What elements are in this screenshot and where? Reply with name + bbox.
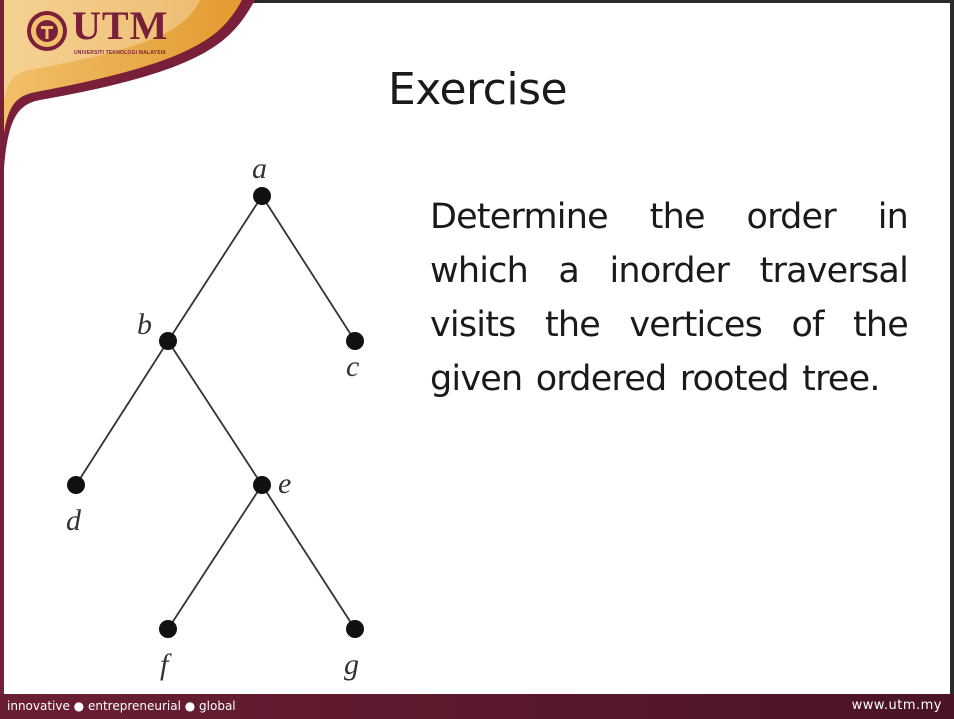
edge-b-e — [167, 340, 263, 486]
edge-a-b — [167, 195, 263, 342]
slide-border-left — [0, 0, 4, 719]
logo-subtext: UNIVERSITI TEKNOLOGI MALAYSIA — [74, 50, 167, 56]
slide-border-right — [950, 0, 954, 719]
label-c: c — [346, 350, 359, 383]
footer-tagline: innovative ● entrepreneurial ● global — [7, 699, 236, 713]
exercise-question: Determine the order in which a inorder t… — [430, 197, 909, 399]
label-d: d — [66, 504, 82, 537]
edge-b-d — [75, 340, 169, 486]
footer-bar: innovative ● entrepreneurial ● global ww… — [0, 694, 954, 719]
edge-e-g — [261, 484, 356, 630]
slide-border-top — [0, 0, 954, 3]
vertex-b — [159, 332, 177, 350]
utm-emblem-icon — [27, 11, 67, 51]
edge-e-f — [167, 484, 263, 630]
edge-a-c — [261, 195, 356, 342]
vertex-e — [253, 476, 271, 494]
vertex-c — [346, 332, 364, 350]
vertex-g — [346, 620, 364, 638]
vertex-d — [67, 476, 85, 494]
label-f: f — [160, 648, 172, 681]
image-bottom-edge — [62, 688, 398, 694]
utm-logo: UTM UNIVERSITI TEKNOLOGI MALAYSIA — [26, 3, 186, 62]
vertex-a — [253, 187, 271, 205]
label-b: b — [137, 308, 152, 341]
slide-title: Exercise — [388, 64, 568, 115]
label-e: e — [278, 467, 291, 500]
tree-vertices — [67, 187, 364, 638]
tree-labels: a b c d e f g — [66, 152, 359, 681]
footer-url: www.utm.my — [851, 698, 942, 713]
vertex-f — [159, 620, 177, 638]
label-a: a — [252, 152, 267, 185]
logo-wordmark: UTM — [72, 3, 169, 48]
tree-edges — [75, 195, 356, 630]
label-g: g — [344, 648, 359, 681]
